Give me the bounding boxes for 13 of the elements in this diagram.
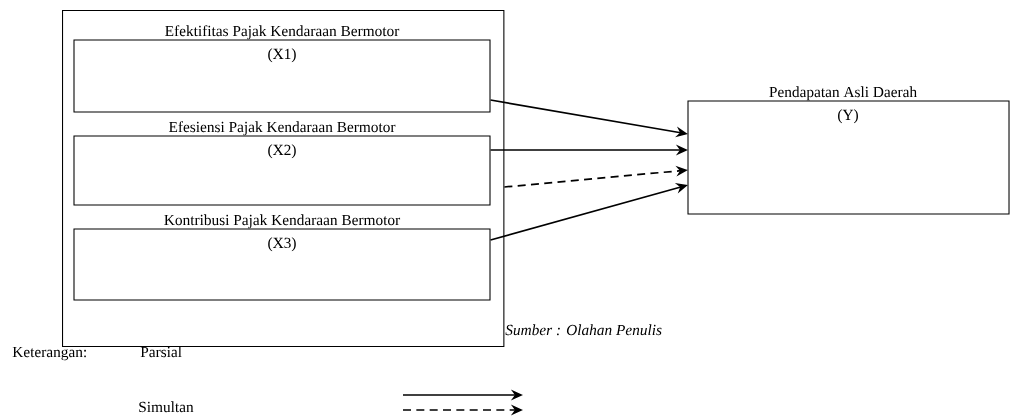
source-note: Sumber : Olahan Penulis [505,324,662,336]
variable-box: Pendapatan Asli Daerah (Y) [687,86,1010,215]
legend-label: Parsial [140,346,182,358]
node-label: Pendapatan Asli Daerah [769,86,917,101]
legend-title: Keterangan: [12,346,86,361]
node-label: Efesiensi Pajak Kendaraan Bermotor [168,121,396,136]
variable-box: Efektifitas Pajak Kendaraan Bermotor (X1) [73,25,491,113]
node-label: Efektifitas Pajak Kendaraan Bermotor [165,25,400,40]
variable-box: Kontribusi Pajak Kendaraan Bermotor (X3) [73,214,491,301]
legend-label: Simultan [139,401,194,413]
node-label: Kontribusi Pajak Kendaraan Bermotor [164,214,401,229]
frame-box [62,10,505,348]
variable-box: Efesiensi Pajak Kendaraan Bermotor (X2) [73,121,491,206]
